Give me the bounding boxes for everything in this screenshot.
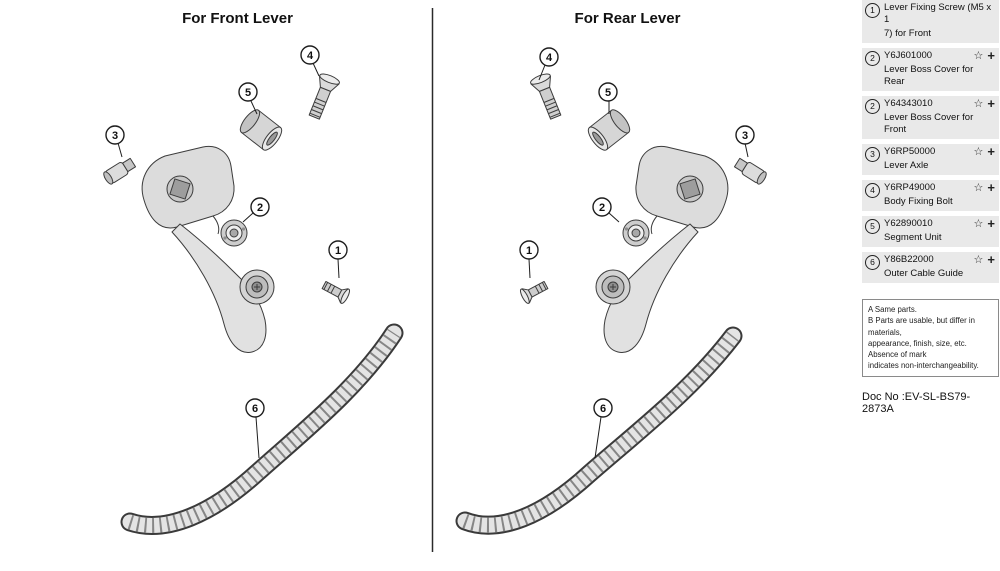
- part-number-badge: 2: [865, 99, 880, 114]
- note-line: B Parts are usable, but differ in materi…: [868, 316, 975, 337]
- plus-icon[interactable]: +: [987, 216, 995, 231]
- svg-text:5: 5: [245, 87, 251, 99]
- favorite-star-icon[interactable]: ☆: [973, 182, 984, 194]
- doc-number: Doc No :EV-SL-BS79-2873A: [862, 390, 971, 415]
- part-code: Y6RP50000: [884, 146, 936, 157]
- part-code: Y6J601000: [884, 50, 933, 61]
- callout-2-rear[interactable]: 2: [592, 197, 620, 223]
- callout-2-front[interactable]: 2: [242, 197, 270, 223]
- front-cable-guide: [130, 333, 394, 525]
- svg-text:4: 4: [307, 50, 314, 62]
- front-lever-diagram: 3 5 4 2 1 6: [101, 45, 394, 525]
- part-number-badge: 5: [865, 219, 880, 234]
- plus-icon[interactable]: +: [987, 144, 995, 159]
- callout-4-rear[interactable]: 4: [538, 47, 559, 81]
- callout-6-front[interactable]: 6: [245, 398, 265, 459]
- part-number-badge: 6: [865, 255, 880, 270]
- part-number-badge: 1: [865, 3, 880, 18]
- svg-text:4: 4: [546, 52, 553, 64]
- favorite-star-icon[interactable]: ☆: [973, 254, 984, 266]
- part-name: Lever Boss Cover for Rear: [884, 64, 974, 87]
- callout-3-rear[interactable]: 3: [735, 125, 755, 158]
- callout-3-front[interactable]: 3: [105, 125, 125, 158]
- callout-5-front[interactable]: 5: [238, 82, 258, 115]
- note-line: indicates non-interchangeability.: [868, 361, 979, 371]
- parts-list-row[interactable]: 6 Y86B22000 ☆ + Outer Cable Guide: [862, 252, 999, 283]
- svg-text:5: 5: [605, 87, 611, 99]
- parts-list-row[interactable]: 3 Y6RP50000 ☆ + Lever Axle: [862, 144, 999, 175]
- rear-lever-diagram: 4 5 3 2 1 6: [465, 47, 769, 525]
- callout-6-rear[interactable]: 6: [593, 398, 613, 459]
- parts-list-row[interactable]: 2 Y6J601000 ☆ + Lever Boss Cover for Rea…: [862, 48, 999, 91]
- parts-list-row[interactable]: 4 Y6RP49000 ☆ + Body Fixing Bolt: [862, 180, 999, 211]
- favorite-star-icon[interactable]: ☆: [973, 218, 984, 230]
- svg-text:6: 6: [600, 403, 606, 415]
- part-code: Y62890010: [884, 218, 933, 229]
- svg-text:6: 6: [252, 403, 258, 415]
- parts-list-sidebar: 1 Lever Fixing Screw (M5 x 1 ☆ + 7) for …: [862, 0, 999, 415]
- note-line: appearance, finish, size, etc. Absence o…: [868, 338, 967, 360]
- part-name: Body Fixing Bolt: [884, 196, 953, 207]
- svg-text:3: 3: [742, 130, 748, 142]
- part-code: Y64343010: [884, 98, 933, 109]
- parts-list-row[interactable]: 1 Lever Fixing Screw (M5 x 1 ☆ + 7) for …: [862, 0, 999, 43]
- plus-icon[interactable]: +: [987, 180, 995, 195]
- part-name: Lever Boss Cover for Front: [884, 112, 974, 135]
- favorite-star-icon[interactable]: ☆: [973, 50, 984, 62]
- part-number-badge: 3: [865, 147, 880, 162]
- svg-text:2: 2: [599, 202, 605, 214]
- svg-text:1: 1: [335, 245, 341, 257]
- parts-list-row[interactable]: 5 Y62890010 ☆ + Segment Unit: [862, 216, 999, 247]
- front-lever-title: For Front Lever: [182, 10, 293, 27]
- part-code: Y86B22000: [884, 254, 934, 265]
- part-name: Segment Unit: [884, 232, 942, 243]
- svg-text:2: 2: [257, 202, 263, 214]
- part-name: Lever Fixing Screw (M5 x 1: [884, 2, 992, 25]
- exploded-diagram-svg: 3 5 4 2 1 6: [101, 8, 769, 552]
- parts-list-row[interactable]: 2 Y64343010 ☆ + Lever Boss Cover for Fro…: [862, 96, 999, 139]
- svg-text:1: 1: [526, 245, 532, 257]
- part-number-badge: 2: [865, 51, 880, 66]
- plus-icon[interactable]: +: [987, 252, 995, 267]
- part-name-continued: 7) for Front: [884, 28, 931, 39]
- favorite-star-icon[interactable]: ☆: [973, 98, 984, 110]
- callout-1-rear[interactable]: 1: [519, 240, 539, 279]
- rear-lever-title: For Rear Lever: [574, 10, 681, 27]
- interchangeability-note: A Same parts. B Parts are usable, but di…: [862, 299, 999, 377]
- plus-icon[interactable]: +: [987, 96, 995, 111]
- svg-text:3: 3: [112, 130, 118, 142]
- front-lever-assembly: [101, 71, 352, 353]
- part-number-badge: 4: [865, 183, 880, 198]
- callout-4-front[interactable]: 4: [300, 45, 320, 77]
- rear-lever-assembly: [518, 71, 769, 353]
- callout-1-front[interactable]: 1: [328, 240, 348, 279]
- note-line: A Same parts.: [868, 305, 917, 314]
- plus-icon[interactable]: +: [987, 48, 995, 63]
- callout-5-rear[interactable]: 5: [598, 82, 618, 114]
- part-code: Y6RP49000: [884, 182, 936, 193]
- part-name: Outer Cable Guide: [884, 268, 964, 279]
- favorite-star-icon[interactable]: ☆: [973, 146, 984, 158]
- part-name: Lever Axle: [884, 160, 929, 171]
